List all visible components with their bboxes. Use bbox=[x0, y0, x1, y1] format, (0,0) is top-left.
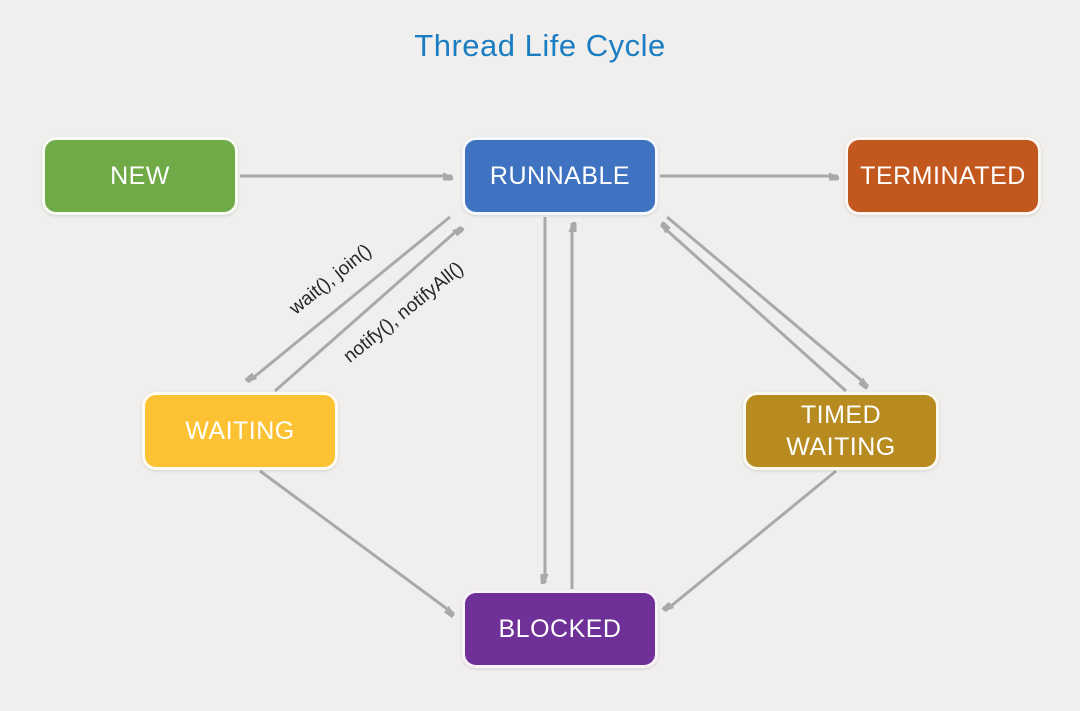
node-terminated-label: TERMINATED bbox=[860, 161, 1026, 190]
node-blocked: BLOCKED bbox=[462, 590, 658, 668]
diagram-title: Thread Life Cycle bbox=[414, 28, 666, 63]
arrow-timed-waiting-to-blocked bbox=[665, 469, 837, 611]
node-waiting: WAITING bbox=[142, 392, 338, 470]
arrow-runnable-to-timed-waiting bbox=[666, 215, 868, 386]
node-new: NEW bbox=[42, 137, 238, 215]
node-timed-waiting-label: TIMED WAITING bbox=[786, 400, 896, 462]
node-terminated: TERMINATED bbox=[845, 137, 1041, 215]
arrow-waiting-to-blocked bbox=[259, 469, 454, 614]
node-blocked-label: BLOCKED bbox=[498, 614, 622, 643]
arrow-runnable-to-waiting bbox=[248, 215, 451, 382]
node-timed-waiting: TIMED WAITING bbox=[743, 392, 939, 470]
node-waiting-label: WAITING bbox=[185, 416, 295, 445]
node-runnable-label: RUNNABLE bbox=[489, 161, 631, 190]
arrow-waiting-to-runnable bbox=[274, 227, 461, 393]
node-new-label: NEW bbox=[110, 161, 170, 190]
node-runnable: RUNNABLE bbox=[462, 137, 658, 215]
arrow-timed-waiting-to-runnable bbox=[661, 225, 848, 393]
